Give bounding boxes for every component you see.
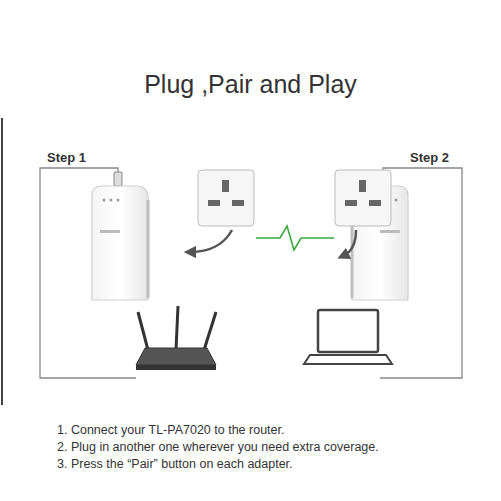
instruction-line: 2. Plug in another one wherever you need… [57, 440, 379, 454]
wall-socket [198, 170, 254, 226]
powerline-signal [256, 226, 334, 250]
router [136, 306, 216, 370]
title: Plug ,Pair and Play [0, 70, 501, 99]
cable-plug [114, 172, 122, 186]
step-label: Step 2 [410, 150, 449, 165]
side-bar [1, 118, 3, 405]
powerline-adapter [92, 186, 148, 300]
instruction-line: 3. Press the “Pair” button on each adapt… [57, 457, 293, 471]
step-label: Step 1 [47, 150, 86, 165]
instruction-line: 1. Connect your TL-PA7020 to the router. [57, 423, 284, 437]
plug-arrow [190, 230, 232, 252]
wall-socket [335, 170, 391, 226]
plug-arrow [343, 230, 356, 256]
laptop [304, 310, 392, 364]
